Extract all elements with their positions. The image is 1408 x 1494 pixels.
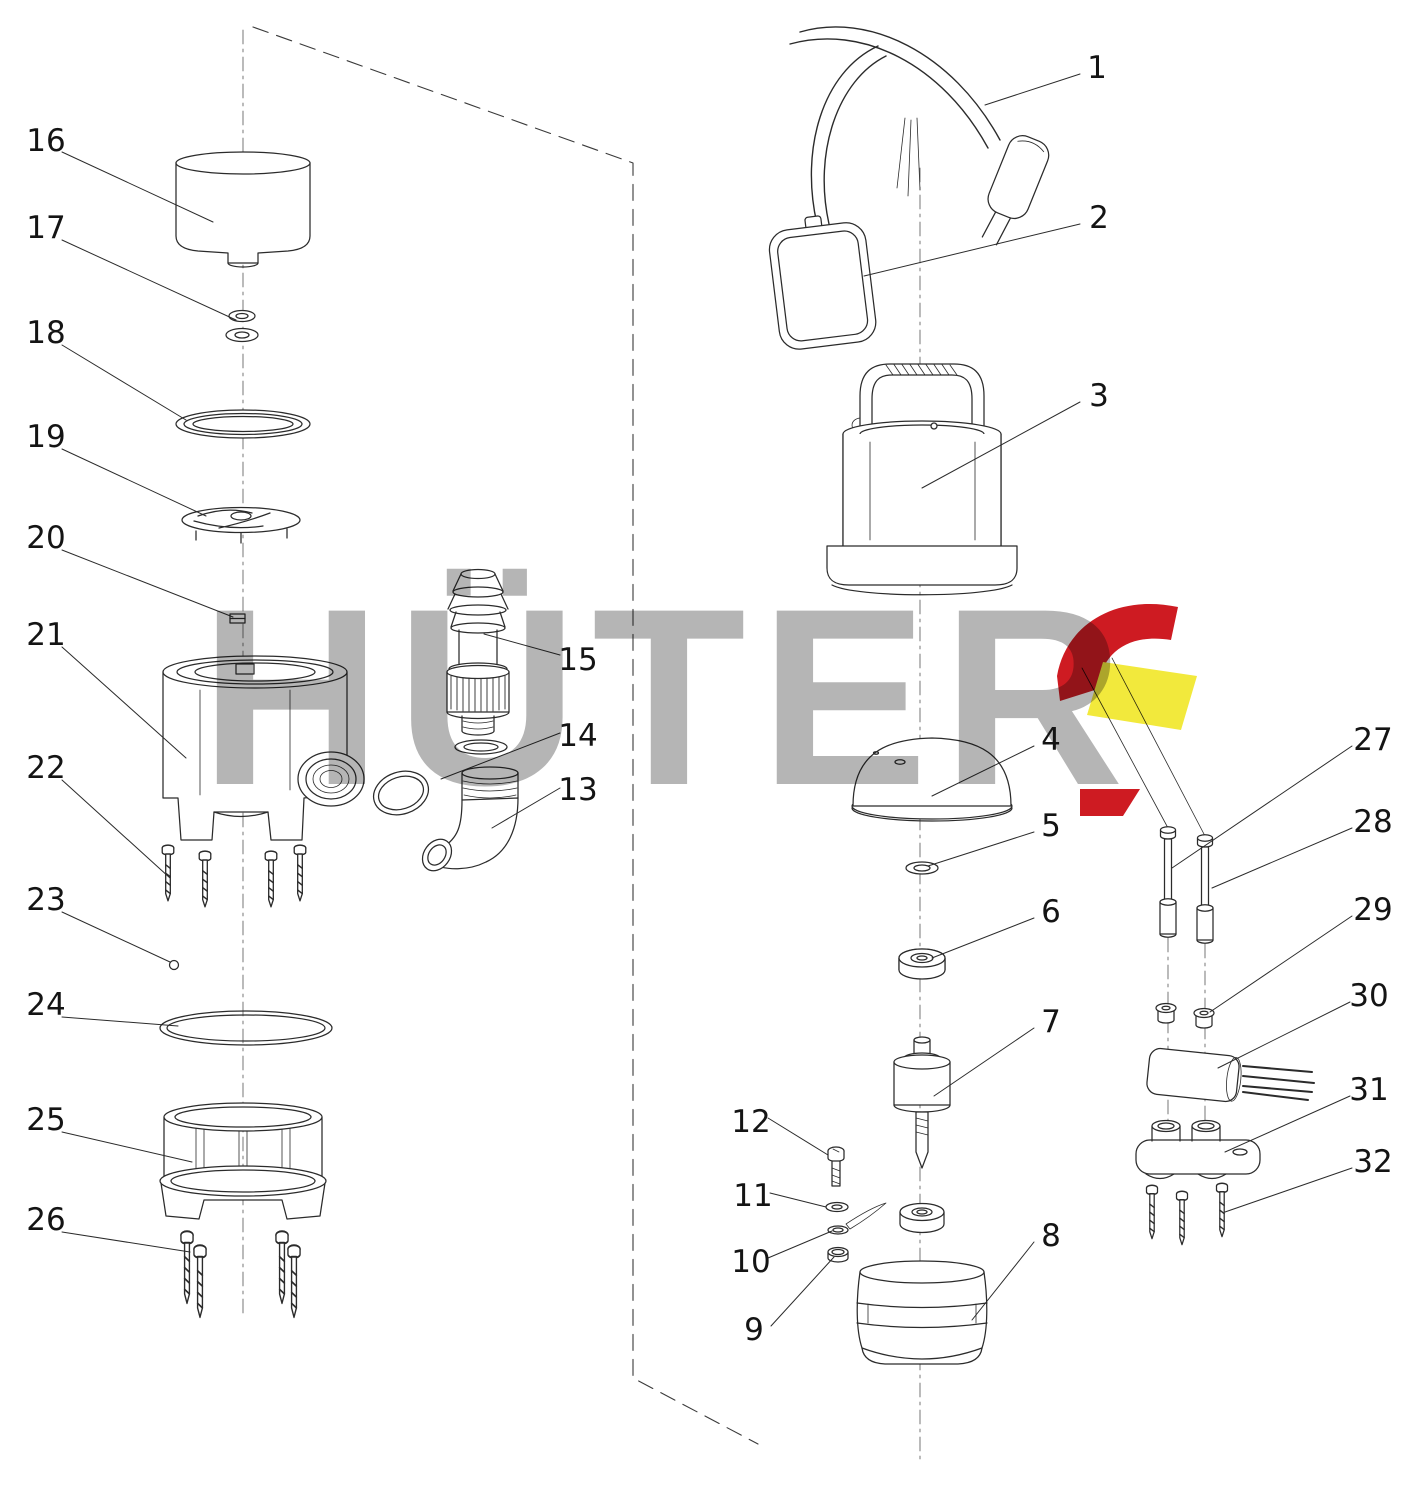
part-13-elbow-fitting xyxy=(421,766,519,872)
part-label-5: 5 xyxy=(1041,808,1061,844)
part-label-17: 17 xyxy=(26,210,66,246)
part-6-upper-bearing xyxy=(898,948,946,980)
part-label-14: 14 xyxy=(558,718,598,754)
part-label-15: 15 xyxy=(558,642,598,678)
part-15-hose-adapter xyxy=(446,568,510,736)
part-31-terminal-bracket xyxy=(1135,1119,1261,1180)
part-3-motor-unit-with-handle xyxy=(826,363,1018,596)
part-label-7: 7 xyxy=(1041,1004,1061,1040)
part-label-28: 28 xyxy=(1353,804,1393,840)
part-label-32: 32 xyxy=(1353,1144,1393,1180)
part-label-25: 25 xyxy=(26,1102,66,1138)
part-12-screw xyxy=(827,1146,845,1187)
part-label-19: 19 xyxy=(26,419,66,455)
part-9-nut xyxy=(827,1246,849,1263)
part-label-21: 21 xyxy=(26,617,66,653)
part-label-4: 4 xyxy=(1041,722,1061,758)
leader-lines xyxy=(61,73,1353,1327)
part-label-27: 27 xyxy=(1353,722,1393,758)
part-label-30: 30 xyxy=(1349,978,1389,1014)
part-label-29: 29 xyxy=(1353,892,1393,928)
part-10-lock-washer xyxy=(827,1202,887,1235)
part-32-bracket-screws xyxy=(1145,1182,1229,1246)
part-29-plug-screws xyxy=(1155,1002,1215,1029)
part-17-shaft-washers xyxy=(225,309,259,343)
part-label-9: 9 xyxy=(744,1312,764,1348)
part-label-2: 2 xyxy=(1089,200,1109,236)
part-23-valve-ball xyxy=(168,959,180,971)
part-11-flat-washer xyxy=(825,1201,849,1213)
lower-bearing xyxy=(899,1202,945,1234)
part-5-seal-ring xyxy=(905,861,939,875)
part-label-22: 22 xyxy=(26,750,66,786)
part-26-base-screws xyxy=(179,1230,302,1319)
part-label-24: 24 xyxy=(26,987,66,1023)
part-8-pump-body-bottom xyxy=(856,1260,988,1365)
part-label-31: 31 xyxy=(1349,1072,1389,1108)
part-27-tie-bolt xyxy=(1159,826,1177,938)
part-18-seal-plate xyxy=(175,409,311,439)
part-label-13: 13 xyxy=(558,772,598,808)
part-2-float-switch xyxy=(768,215,877,350)
part-label-18: 18 xyxy=(26,315,66,351)
part-label-16: 16 xyxy=(26,123,66,159)
part-19-impeller xyxy=(181,506,301,544)
part-label-20: 20 xyxy=(26,520,66,556)
part-label-6: 6 xyxy=(1041,894,1061,930)
part-label-3: 3 xyxy=(1089,378,1109,414)
part-16-top-cap xyxy=(175,151,311,268)
part-label-23: 23 xyxy=(26,882,66,918)
part-label-10: 10 xyxy=(731,1244,771,1280)
part-30-capacitor xyxy=(1146,1047,1315,1103)
part-label-1: 1 xyxy=(1087,50,1107,86)
part-22-housing-screws xyxy=(161,844,307,908)
part-28-tie-bolt xyxy=(1196,834,1214,944)
part-7-rotor-shaft xyxy=(893,1036,951,1169)
part-20-shaft-nut xyxy=(229,613,246,624)
part-25-strainer-base xyxy=(159,1102,327,1220)
part-label-26: 26 xyxy=(26,1202,66,1238)
part-label-12: 12 xyxy=(731,1104,771,1140)
part-label-8: 8 xyxy=(1041,1218,1061,1254)
part-24-o-ring xyxy=(159,1010,333,1046)
part-label-11: 11 xyxy=(733,1178,773,1214)
part-14-gasket-and-o-ring xyxy=(372,739,508,816)
part-1-power-cord-plug xyxy=(789,26,1050,246)
part-21-pump-housing xyxy=(162,655,365,841)
part-4-motor-cover-dome xyxy=(851,737,1013,822)
